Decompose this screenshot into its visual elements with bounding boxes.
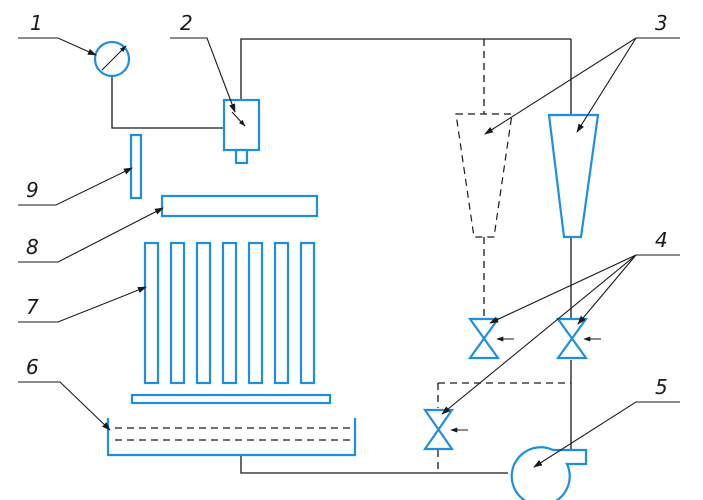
- side-element: [129, 133, 143, 200]
- callout-6: 6: [26, 355, 39, 379]
- callout-1: 1: [30, 11, 43, 35]
- valve-left: [467, 317, 514, 360]
- piping-solid: [111, 38, 572, 474]
- tube-bundle: [130, 241, 332, 405]
- sensor-unit: [222, 98, 261, 165]
- piping-dashed: [437, 39, 571, 473]
- callout-2: 2: [180, 11, 193, 35]
- liquid-tank: [106, 418, 357, 457]
- flowmeter-dashed: [455, 113, 513, 238]
- callout-5: 5: [655, 375, 668, 399]
- callout-9: 9: [26, 178, 39, 202]
- callout-4: 4: [655, 228, 668, 252]
- leader-lines: [18, 37, 680, 468]
- callout-labels: 1 2 3 4 5 6 7 8 9: [26, 11, 668, 399]
- pump: [510, 446, 588, 500]
- callout-7: 7: [26, 295, 39, 319]
- callout-8: 8: [26, 235, 39, 259]
- valve-bottom: [422, 408, 468, 451]
- valve-right: [555, 317, 601, 360]
- flowmeter-main: [547, 113, 600, 239]
- top-plate: [160, 194, 319, 218]
- pressure-gauge: [93, 40, 131, 78]
- callout-3: 3: [655, 11, 668, 35]
